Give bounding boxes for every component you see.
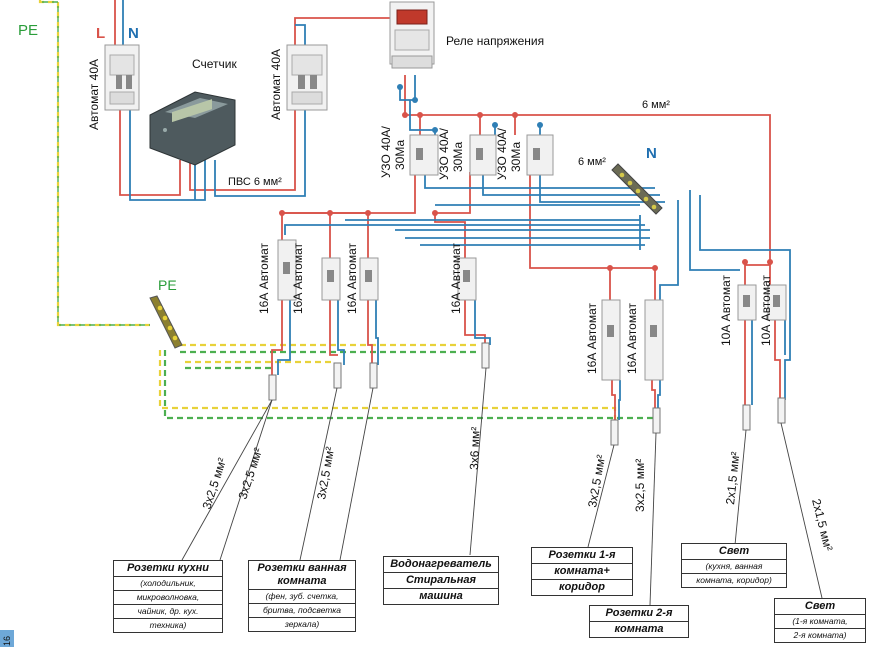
label-b10-2: 10А Автомат (759, 275, 773, 346)
box-room2-title: Розетки 2-я (590, 606, 688, 622)
neutral-bus (611, 163, 663, 215)
box-light2-line: 2-я комната) (793, 630, 847, 640)
box-heater-line: машина (419, 590, 463, 602)
leader-lines (181, 367, 823, 606)
branch-breakers (277, 239, 787, 381)
label-6mm-top: 6 мм² (642, 99, 670, 111)
label-cable6: 3х2,5 мм² (633, 459, 647, 512)
label-rcd2-b: 30Ма (451, 142, 465, 172)
rcd-devices (409, 134, 554, 176)
label-n-top: N (128, 25, 139, 42)
box-kitchen-title: Розетки кухни (114, 561, 222, 577)
label-cable3: 3х2,5 мм² (314, 446, 337, 501)
page-number: 16 (0, 630, 14, 647)
page-number-text: 16 (2, 636, 12, 646)
label-cable-pvs: ПВС 6 мм² (228, 176, 282, 188)
box-heater-line: Стиральная (384, 573, 498, 589)
box-room2-line: комната (614, 623, 664, 635)
electric-meter (149, 91, 236, 166)
box-kitchen-line: техника) (149, 620, 187, 630)
label-breaker2: Автомат 40А (269, 49, 283, 120)
second-breaker (286, 44, 328, 111)
box-room1-title: Розетки 1-я (532, 548, 632, 564)
box-room1-sockets: Розетки 1-я комната+ коридор (531, 547, 633, 596)
label-b10-1: 10А Автомат (719, 275, 733, 346)
label-n-bus: N (646, 145, 657, 162)
box-kitchen-line: микроволновка, (114, 591, 222, 605)
label-rcd2-a: УЗО 40А/ (437, 128, 451, 180)
box-room2-sockets: Розетки 2-я комната (589, 605, 689, 638)
label-cable4: 3х6 мм² (467, 426, 482, 470)
label-b16-3: 16А Автомат (345, 243, 359, 314)
label-relay: Реле напряжения (446, 34, 544, 48)
label-cable7: 2х1,5 мм² (723, 451, 742, 505)
label-6mm-n: 6 мм² (578, 156, 606, 168)
box-light1: Свет (кухня, ванная комната, коридор) (681, 543, 787, 588)
neutral-wires (122, 0, 791, 420)
label-rcd1-a: УЗО 40А/ (379, 126, 393, 178)
breaker-levers (283, 262, 780, 337)
label-cable2: 3х2,5 мм² (236, 446, 266, 501)
box-heater-title: Водонагреватель (384, 557, 498, 573)
box-light1-title: Свет (682, 544, 786, 560)
neutral-junctions (397, 84, 543, 133)
label-b16-1: 16А Автомат (257, 243, 271, 314)
voltage-relay (389, 1, 435, 69)
box-room1-line: комната+ (532, 564, 632, 580)
phase-wires (114, 0, 781, 420)
box-light2-title: Свет (775, 599, 865, 615)
label-rcd3-b: 30Ма (509, 142, 523, 172)
label-rcd1-b: 30Ма (393, 140, 407, 170)
label-b16-5: 16А Автомат (585, 303, 599, 374)
label-b16-2: 16А Автомат (291, 243, 305, 314)
box-kitchen-line: (холодильник, (114, 577, 222, 591)
box-water-heater: Водонагреватель Стиральная машина (383, 556, 499, 605)
cable-ends (268, 342, 786, 446)
label-pe-left: PE (18, 22, 38, 39)
label-rcd3-a: УЗО 40А/ (495, 128, 509, 180)
box-bathroom-line: (фен, зуб. счетка, (249, 590, 355, 604)
label-main-breaker: Автомат 40А (87, 59, 101, 130)
box-bathroom-line: зеркала) (284, 619, 320, 629)
label-b16-6: 16А Автомат (625, 303, 639, 374)
phase-junctions (279, 112, 773, 271)
box-light1-line: комната, коридор) (696, 575, 772, 585)
box-kitchen-line: чайник, др. кух. (114, 605, 222, 619)
box-bathroom-sockets: Розетки ванная комната (фен, зуб. счетка… (248, 560, 356, 632)
label-cable8: 2х1,5 мм² (809, 497, 835, 552)
box-room1-line: коридор (559, 581, 605, 593)
label-l: L (96, 25, 105, 42)
box-bathroom-title: Розетки ванная комната (249, 561, 355, 590)
box-bathroom-line: бритва, подсветка (249, 604, 355, 618)
label-meter: Счетчик (192, 57, 238, 71)
box-light2-line: (1-я комната, (775, 615, 865, 629)
box-kitchen-sockets: Розетки кухни (холодильник, микроволновк… (113, 560, 223, 633)
box-light1-line: (кухня, ванная (682, 560, 786, 574)
label-pe-bus: PE (158, 277, 177, 293)
main-breaker (104, 44, 140, 111)
ground-bus (149, 295, 183, 349)
box-light2: Свет (1-я комната, 2-я комната) (774, 598, 866, 643)
label-b16-4: 16А Автомат (449, 243, 463, 314)
